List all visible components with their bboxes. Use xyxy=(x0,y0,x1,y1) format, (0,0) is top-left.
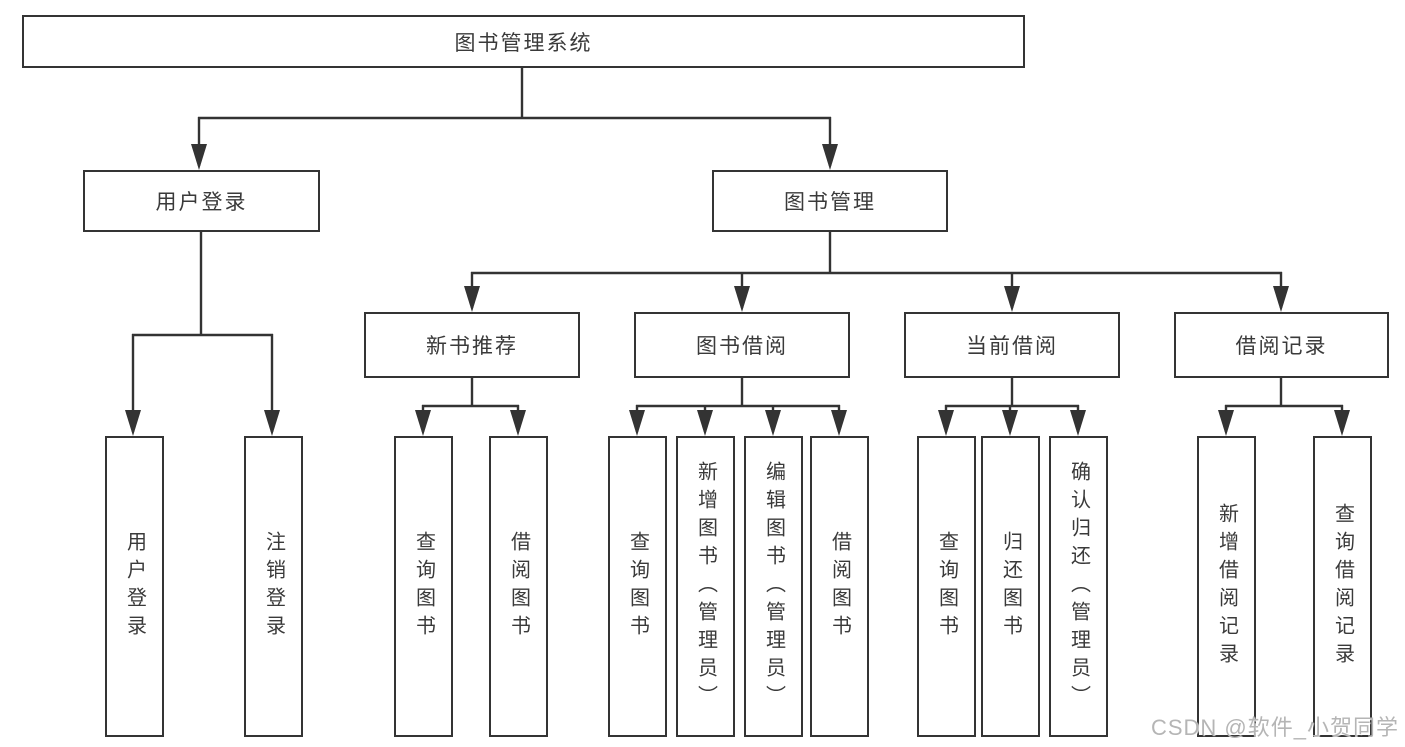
csdn-watermark: CSDN @软件_小贺同学 xyxy=(1150,715,1399,740)
node-label: 新书推荐 xyxy=(426,335,518,358)
leaf-add-book-admin: 新增图书（管理员） xyxy=(676,436,735,737)
leaf-label: 注销登录 xyxy=(262,530,285,643)
leaf-logout: 注销登录 xyxy=(244,436,303,737)
leaf-label: 查询图书 xyxy=(626,530,649,643)
leaf-return-book: 归还图书 xyxy=(981,436,1040,737)
leaf-label: 编辑图书（管理员） xyxy=(762,460,785,713)
leaf-label: 查询图书 xyxy=(412,530,435,643)
node-label: 图书借阅 xyxy=(696,335,788,358)
node-library-management-system: 图书管理系统 xyxy=(22,15,1025,68)
leaf-query-books-recommend: 查询图书 xyxy=(394,436,453,737)
leaf-label: 新增图书（管理员） xyxy=(694,460,717,713)
node-book-management: 图书管理 xyxy=(712,170,948,232)
node-current-borrowing: 当前借阅 xyxy=(904,312,1120,378)
leaf-label: 归还图书 xyxy=(999,530,1022,643)
leaf-label: 借阅图书 xyxy=(828,530,851,643)
leaf-edit-book-admin: 编辑图书（管理员） xyxy=(744,436,803,737)
node-user-login: 用户登录 xyxy=(83,170,320,232)
leaf-add-borrow-record: 新增借阅记录 xyxy=(1197,436,1256,737)
node-label: 图书管理 xyxy=(784,191,876,214)
leaf-query-borrow-record: 查询借阅记录 xyxy=(1313,436,1372,737)
leaf-label: 查询借阅记录 xyxy=(1331,502,1354,671)
leaf-label: 确认归还（管理员） xyxy=(1067,460,1090,713)
node-label: 图书管理系统 xyxy=(454,31,593,55)
node-label: 用户登录 xyxy=(155,191,248,214)
leaf-borrow-books-recommend: 借阅图书 xyxy=(489,436,548,737)
node-label: 当前借阅 xyxy=(966,335,1058,358)
node-book-borrowing: 图书借阅 xyxy=(634,312,850,378)
leaf-user-login: 用户登录 xyxy=(105,436,164,737)
leaf-label: 借阅图书 xyxy=(507,530,530,643)
node-borrowing-records: 借阅记录 xyxy=(1174,312,1389,378)
leaf-label: 新增借阅记录 xyxy=(1215,502,1238,671)
leaf-confirm-return-admin: 确认归还（管理员） xyxy=(1049,436,1108,737)
node-new-book-recommendation: 新书推荐 xyxy=(364,312,580,378)
leaf-label: 用户登录 xyxy=(123,530,146,643)
leaf-label: 查询图书 xyxy=(935,530,958,643)
leaf-query-books-current: 查询图书 xyxy=(917,436,976,737)
leaf-borrow-books-borrowing: 借阅图书 xyxy=(810,436,869,737)
node-label: 借阅记录 xyxy=(1235,335,1328,358)
leaf-query-books-borrowing: 查询图书 xyxy=(608,436,667,737)
